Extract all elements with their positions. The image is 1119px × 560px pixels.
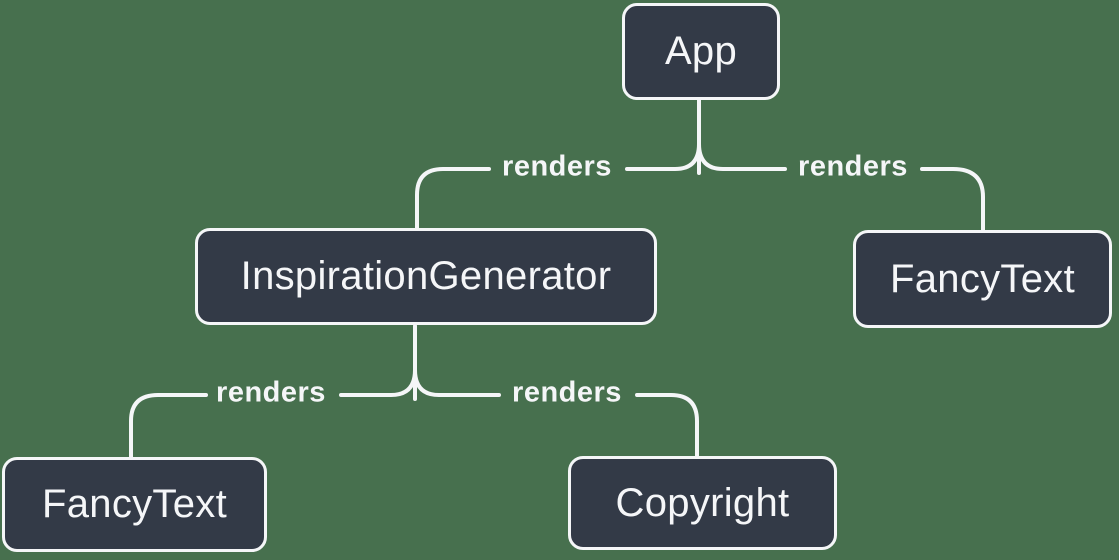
node-fancy-text-bottom-label: FancyText [42, 482, 227, 526]
edge-label-renders-inspirationgenerator-copyright: renders [512, 376, 622, 409]
edge-app-fancytext-right [697, 142, 787, 171]
edge-app-inspirationgenerator-drop [415, 167, 491, 232]
node-inspiration-generator-label: InspirationGenerator [240, 254, 612, 298]
node-inspiration-generator: InspirationGenerator [195, 228, 657, 325]
node-fancy-text-top-label: FancyText [890, 256, 1075, 301]
edge-inspirationgenerator-fancytext-left [339, 368, 417, 397]
edge-label-renders-inspirationgenerator-fancytext: renders [216, 376, 326, 409]
node-app: App [622, 3, 780, 100]
node-fancy-text-bottom: FancyText [2, 457, 267, 552]
node-copyright: Copyright [568, 456, 837, 550]
edge-app-inspirationgenerator-left [625, 142, 701, 171]
edge-label-renders-app-inspirationgenerator: renders [502, 150, 612, 183]
edge-inspirationgenerator-copyright-drop [635, 393, 699, 459]
node-app-label: App [664, 29, 738, 73]
edge-label-renders-app-fancytext: renders [798, 150, 908, 183]
node-fancy-text-top: FancyText [853, 230, 1112, 328]
edge-inspirationgenerator-fancytext-drop [129, 393, 208, 460]
edge-app-fancytext-drop [920, 167, 985, 234]
node-copyright-label: Copyright [615, 480, 790, 525]
edge-inspirationgenerator-copyright-right [413, 368, 501, 397]
